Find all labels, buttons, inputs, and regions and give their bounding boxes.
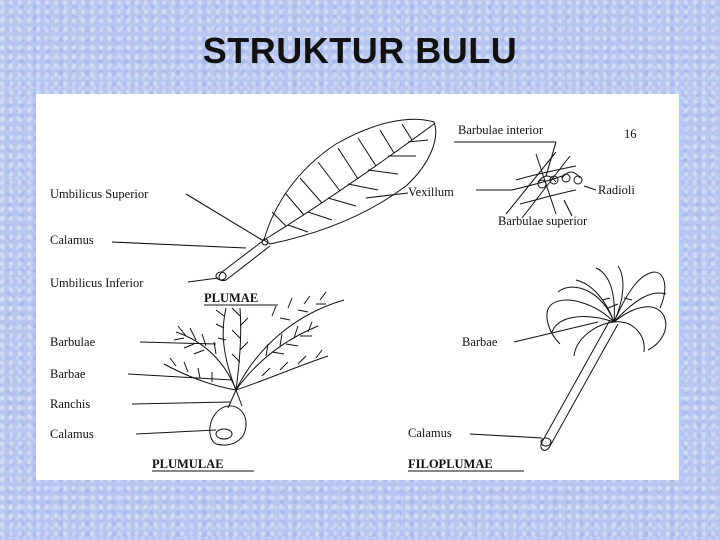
filoplumae-feather-drawing	[540, 265, 667, 451]
label-barbulae-superior: Barbulae superior	[498, 214, 588, 228]
label-barbulae-interior: Barbulae interior	[458, 123, 544, 137]
caption-plumulae: PLUMULAE	[152, 457, 224, 471]
slide-title: STRUKTUR BULU	[202, 30, 518, 71]
feather-structure-diagram: Umbilicus Superior Calamus Umbilicus Inf…	[36, 94, 679, 480]
barbule-detail-drawing	[505, 151, 583, 219]
page-number: 16	[624, 127, 637, 141]
caption-filoplumae: FILOPLUMAE	[408, 457, 493, 471]
label-radioli: Radioli	[598, 183, 635, 197]
label-umbilicus-superior: Umbilicus Superior	[50, 187, 149, 201]
label-barbulae: Barbulae	[50, 335, 96, 349]
label-barbae-plumulae: Barbae	[50, 367, 86, 381]
label-vexillum: Vexillum	[408, 185, 454, 199]
label-umbilicus-inferior: Umbilicus Inferior	[50, 276, 144, 290]
label-calamus-filoplumae: Calamus	[408, 426, 452, 440]
plumae-feather-drawing	[215, 118, 437, 281]
label-calamus-plumae: Calamus	[50, 233, 94, 247]
plumulae-feather-drawing	[163, 291, 345, 446]
label-barbae-filoplumae: Barbae	[462, 335, 498, 349]
diagram-canvas: Umbilicus Superior Calamus Umbilicus Inf…	[50, 118, 667, 472]
label-ranchis: Ranchis	[50, 397, 90, 411]
caption-plumae: PLUMAE	[204, 291, 258, 305]
label-calamus-plumulae: Calamus	[50, 427, 94, 441]
